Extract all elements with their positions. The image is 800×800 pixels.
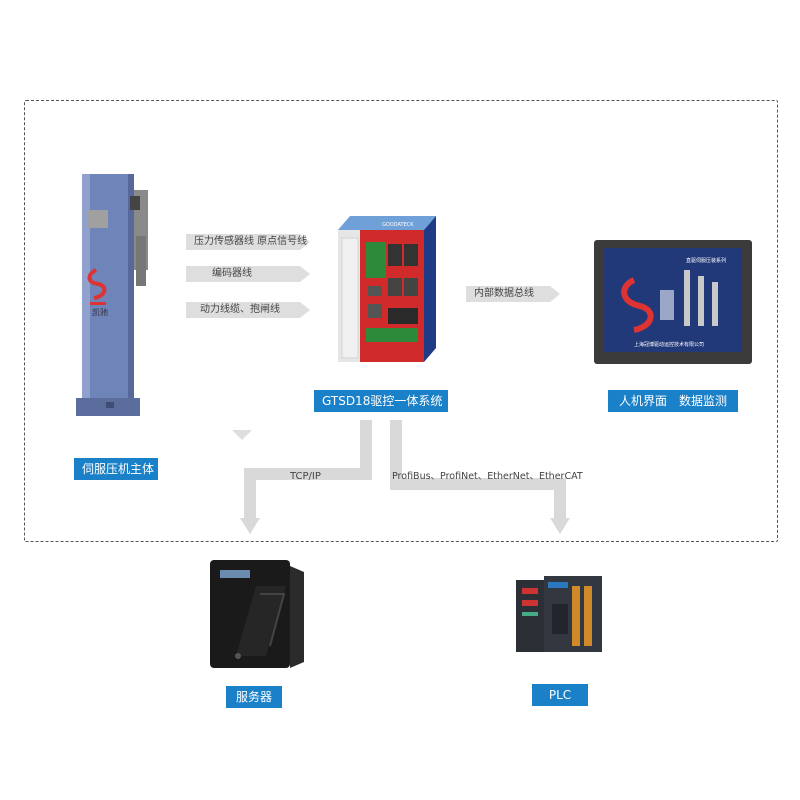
cable-label-encoder: 编码器线 xyxy=(212,268,252,279)
tcp-arrowhead xyxy=(240,518,260,534)
hmi-screen-company: 上海冠博驱动运控技术有限公司 xyxy=(634,341,704,348)
tcp-label: TCP/IP xyxy=(290,471,321,482)
cable-arrow-1 xyxy=(186,234,310,250)
cable-label-power: 动力线缆、抱闸线 xyxy=(200,304,280,315)
servo-press-image: 凯驰 xyxy=(76,174,148,416)
server-label: 服务器 xyxy=(226,686,282,708)
hmi-label: 人机界面 数据监测 xyxy=(608,390,738,412)
press-down-marker xyxy=(232,430,252,440)
bus-label: 内部数据总线 xyxy=(474,288,534,299)
press-logo-text: 凯驰 xyxy=(92,307,108,317)
press-label: 伺服压机主体 xyxy=(74,458,158,480)
fieldbus-path xyxy=(390,420,566,520)
plc-label: PLC xyxy=(532,684,588,706)
plc-image xyxy=(516,576,602,652)
bus-arrow xyxy=(466,286,560,302)
controller-image: GOODATECK xyxy=(338,216,436,362)
hmi-image: 直驱伺服压装系列 上海冠博驱动运控技术有限公司 xyxy=(594,240,752,364)
fieldbus-label: ProfiBus、ProfiNet、EtherNet、EtherCAT xyxy=(392,471,583,482)
tcp-path xyxy=(244,420,372,520)
fieldbus-arrowhead xyxy=(550,518,570,534)
controller-label: GTSD18驱控一体系统 xyxy=(314,390,448,412)
cable-label-pressure: 压力传感器线 原点信号线 xyxy=(194,236,308,247)
system-boundary-frame xyxy=(24,100,778,542)
server-image xyxy=(210,560,304,668)
cable-arrow-3 xyxy=(186,302,310,318)
cable-arrow-2 xyxy=(186,266,310,282)
hmi-screen-title: 直驱伺服压装系列 xyxy=(686,257,726,264)
controller-brand-text: GOODATECK xyxy=(382,222,414,228)
